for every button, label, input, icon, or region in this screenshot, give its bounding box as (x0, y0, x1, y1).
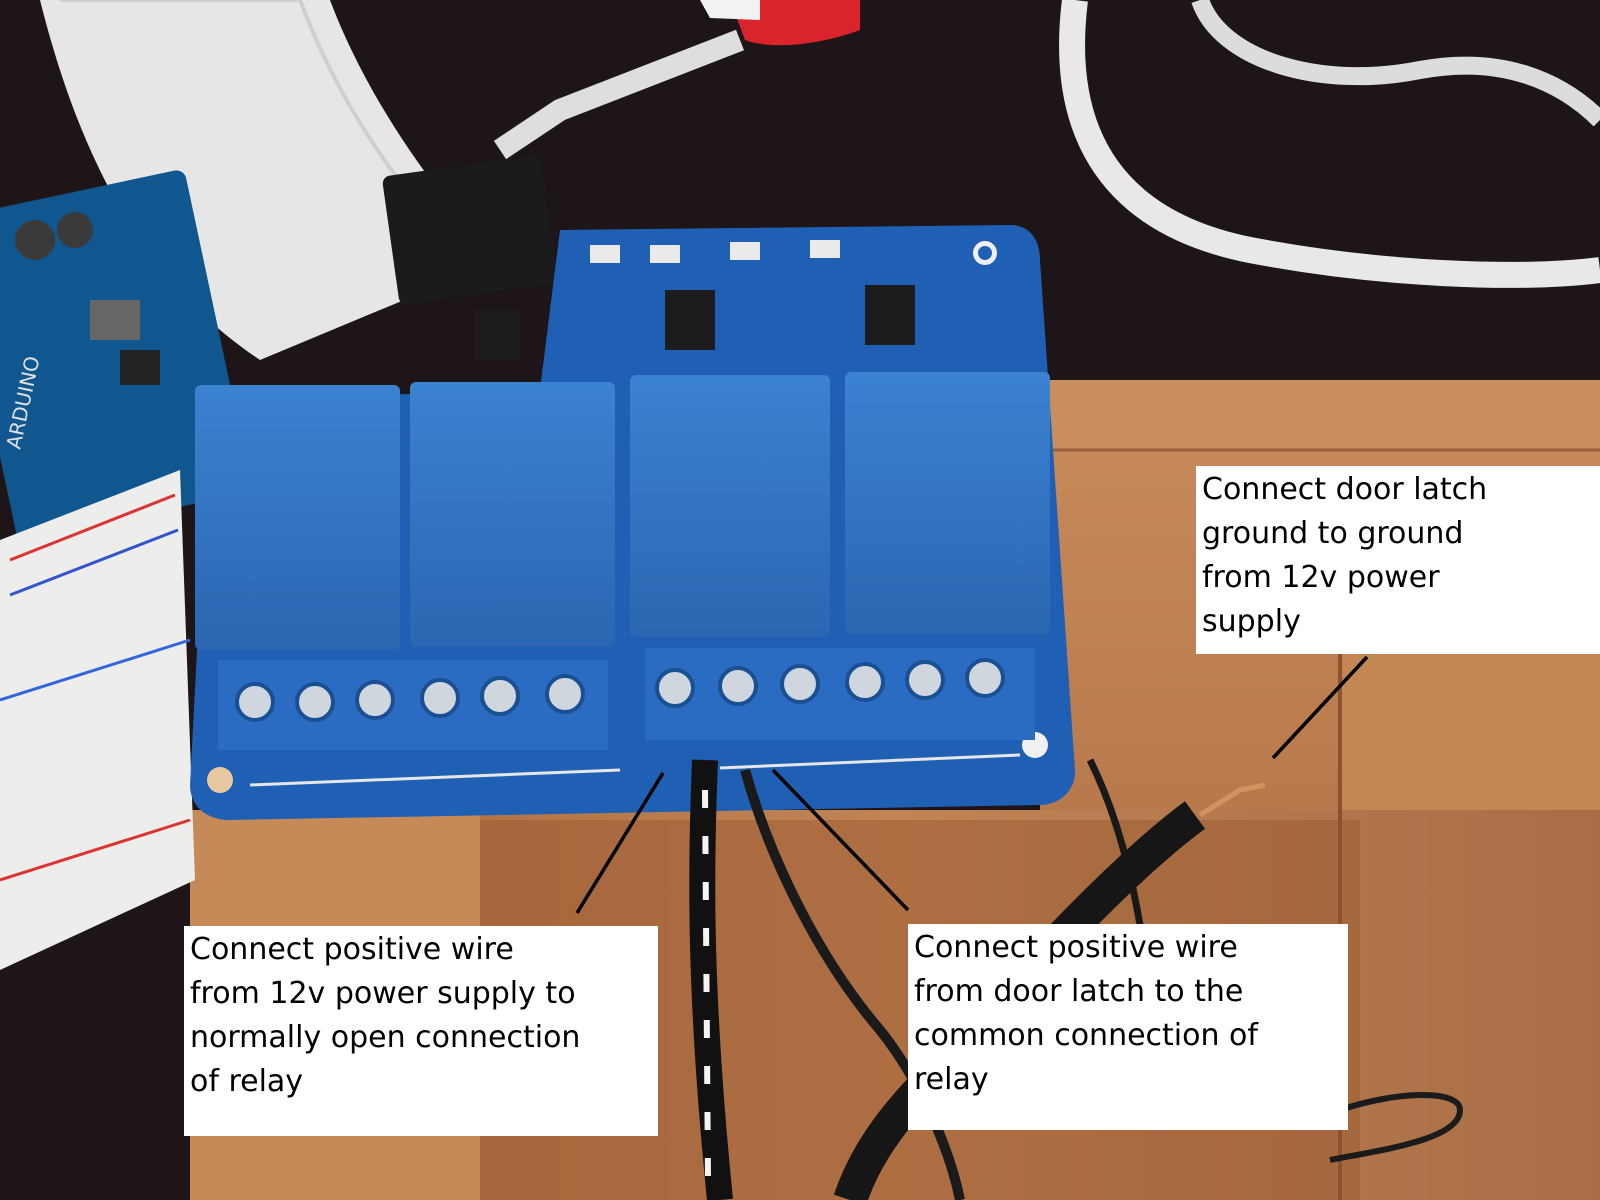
callout-line: supply (1202, 604, 1301, 639)
callout-line: Connect positive wire (190, 932, 514, 967)
relay-module (190, 225, 1076, 820)
relay-2 (410, 382, 615, 647)
callout-line: normally open connection (190, 1020, 581, 1055)
callout-door-latch-ground: Connect door latch ground to ground from… (1196, 466, 1600, 654)
callout-line: Connect door latch (1202, 472, 1488, 507)
callout-positive-normally-open: Connect positive wire from 12v power sup… (184, 926, 658, 1136)
callout-line: relay (914, 1062, 989, 1097)
pointer-lines (575, 655, 1369, 914)
callout-line: ground to ground (1202, 516, 1464, 551)
callout-positive-common: Connect positive wire from door latch to… (908, 924, 1348, 1130)
breadboard (0, 470, 195, 970)
relay-4 (845, 372, 1050, 634)
relay-3 (630, 375, 830, 637)
ribbon-cable (40, 0, 500, 360)
callout-line: from door latch to the (914, 974, 1244, 1009)
callout-line: of relay (190, 1064, 304, 1099)
callout-line: Connect positive wire (914, 930, 1238, 965)
callout-line: from 12v power supply to (190, 976, 576, 1011)
white-cable (1059, 0, 1600, 288)
callout-line: from 12v power (1202, 560, 1440, 595)
terminal-block-right (645, 648, 1035, 740)
terminal-block-left (218, 660, 608, 750)
arduino-board: ARDUINO (0, 170, 251, 540)
callout-line: common connection of (914, 1018, 1258, 1053)
relay-1 (195, 385, 400, 650)
